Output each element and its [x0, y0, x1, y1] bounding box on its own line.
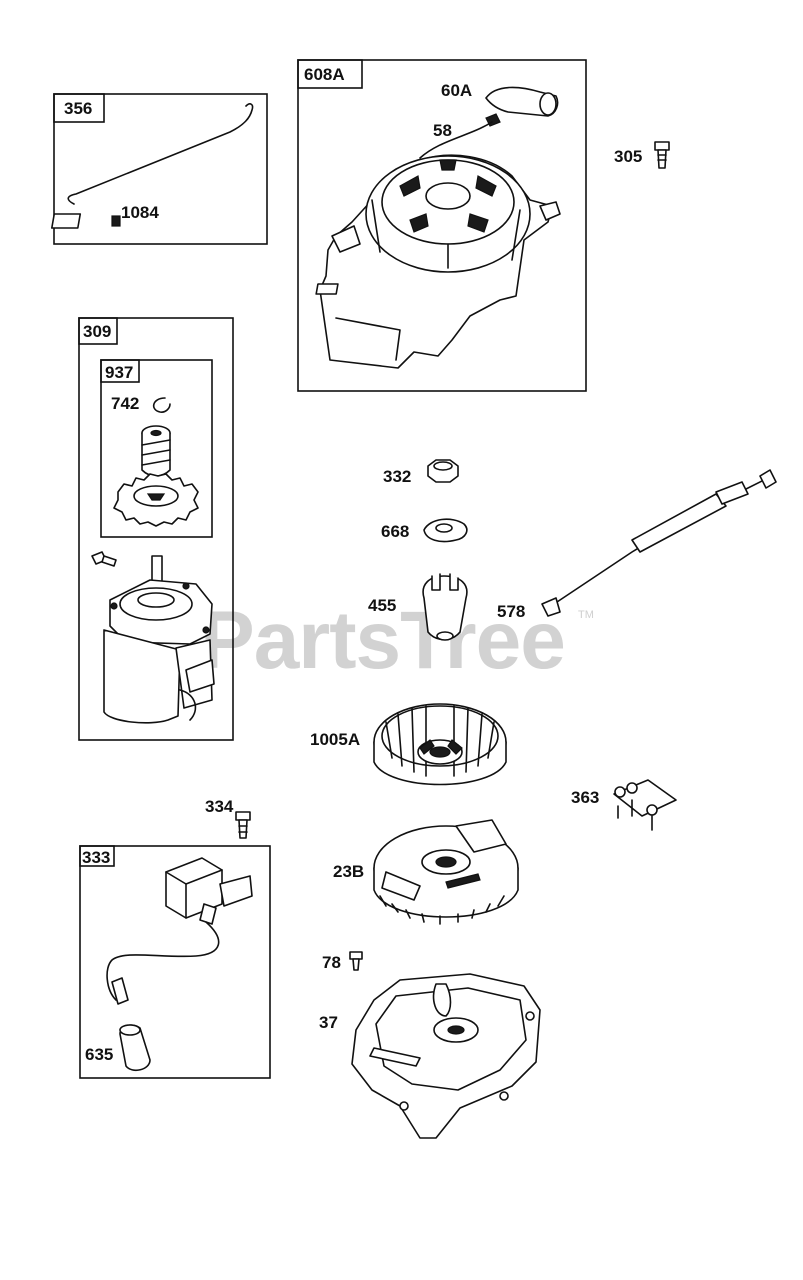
pinion-gear [113, 473, 199, 527]
pinion-spring [141, 425, 171, 477]
part-label-742[interactable]: 742 [111, 394, 139, 413]
starter-rope [419, 121, 493, 159]
part-label-455[interactable]: 455 [368, 596, 396, 615]
watermark-trademark: TM [578, 609, 594, 621]
part-label-332[interactable]: 332 [383, 467, 411, 486]
washer-668 [423, 518, 468, 543]
part-label-1084[interactable]: 1084 [121, 203, 159, 222]
box-label-937[interactable]: 937 [105, 363, 133, 382]
bracket-363 [613, 779, 677, 831]
screw-334 [235, 811, 251, 839]
box-label-309[interactable]: 309 [83, 322, 111, 341]
spark-plug-lead [106, 921, 220, 1001]
starter-cup-455 [422, 573, 468, 641]
part-label-305[interactable]: 305 [614, 147, 642, 166]
spark-plug-boot-635 [119, 1024, 151, 1072]
blower-housing-37 [351, 973, 541, 1139]
part-label-635[interactable]: 635 [85, 1045, 113, 1064]
starter-motor [103, 555, 215, 724]
screw-78 [349, 951, 363, 971]
part-label-668[interactable]: 668 [381, 522, 409, 541]
part-label-363[interactable]: 363 [571, 788, 599, 807]
part-label-37[interactable]: 37 [319, 1013, 338, 1032]
box-356: 356 1084 [50, 93, 268, 245]
box-608A: 608A 60A 58 [297, 59, 587, 392]
retaining-ring-742 [152, 397, 171, 413]
throttle-wire [67, 103, 254, 205]
part-label-60A[interactable]: 60A [441, 81, 472, 100]
starter-handle [485, 86, 559, 127]
part-label-78[interactable]: 78 [322, 953, 341, 972]
part-label-334[interactable]: 334 [205, 797, 234, 816]
ignition-armature [165, 857, 253, 925]
lead-terminal [111, 977, 129, 1005]
box-label-333[interactable]: 333 [82, 848, 110, 867]
part-label-58[interactable]: 58 [433, 121, 452, 140]
box-label-356[interactable]: 356 [64, 99, 92, 118]
box-label-608A[interactable]: 608A [304, 65, 345, 84]
box-333: 333 [79, 845, 271, 1079]
motor-bolt [91, 551, 117, 567]
screw-305 [654, 141, 670, 169]
clip-1084 [50, 213, 121, 229]
part-label-23B[interactable]: 23B [333, 862, 364, 881]
part-label-578[interactable]: 578 [497, 602, 525, 621]
flywheel-1005A [373, 703, 507, 786]
starter-housing [315, 154, 561, 369]
nut-332 [427, 459, 459, 483]
ground-wire-578 [541, 469, 777, 617]
part-label-1005A[interactable]: 1005A [310, 730, 360, 749]
stator-23B [373, 819, 519, 925]
box-309: 309 937 742 [78, 317, 234, 741]
watermark: PartsTree [200, 595, 565, 686]
